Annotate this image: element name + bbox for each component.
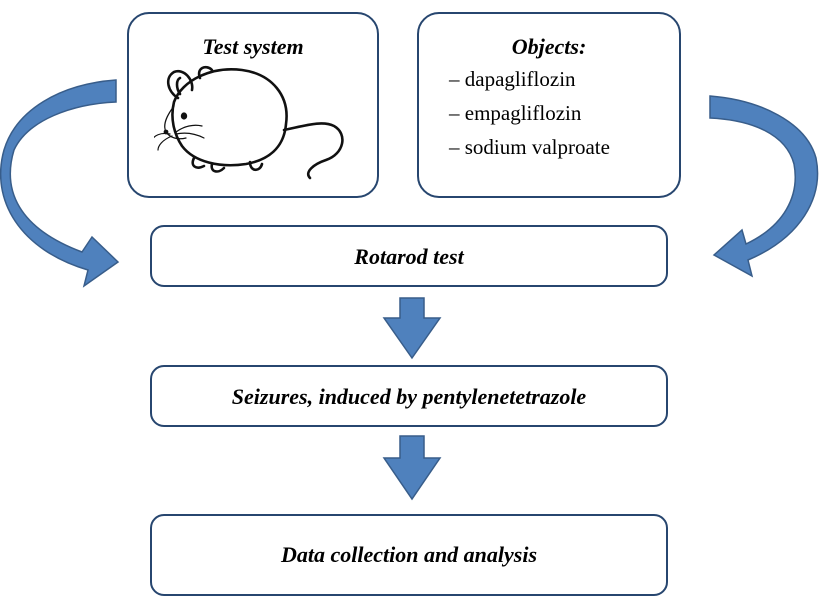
down-arrow-2 — [382, 435, 442, 501]
object-item: – sodium valproate — [449, 135, 610, 159]
down-arrow-1 — [382, 297, 442, 360]
object-item: – dapagliflozin — [449, 67, 576, 91]
step-label: Seizures, induced by pentylenetetrazole — [231, 384, 587, 409]
object-item: – empagliflozin — [449, 101, 582, 125]
mouse-illustration — [154, 65, 344, 180]
test-system-box: Test system — [127, 12, 379, 198]
objects-title: Objects: — [511, 34, 587, 59]
step-label: Data collection and analysis — [280, 542, 538, 567]
test-system-title: Test system — [202, 34, 304, 59]
left-curved-arrow — [0, 79, 120, 288]
step-label: Rotarod test — [354, 244, 464, 269]
step-data-collection: Data collection and analysis — [150, 514, 668, 596]
right-curved-arrow — [709, 95, 819, 278]
objects-box: Objects: – dapagliflozin – empagliflozin… — [417, 12, 681, 198]
step-rotarod-test: Rotarod test — [150, 225, 668, 287]
objects-list: – dapagliflozin – empagliflozin – sodium… — [449, 62, 610, 164]
step-seizures: Seizures, induced by pentylenetetrazole — [150, 365, 668, 427]
